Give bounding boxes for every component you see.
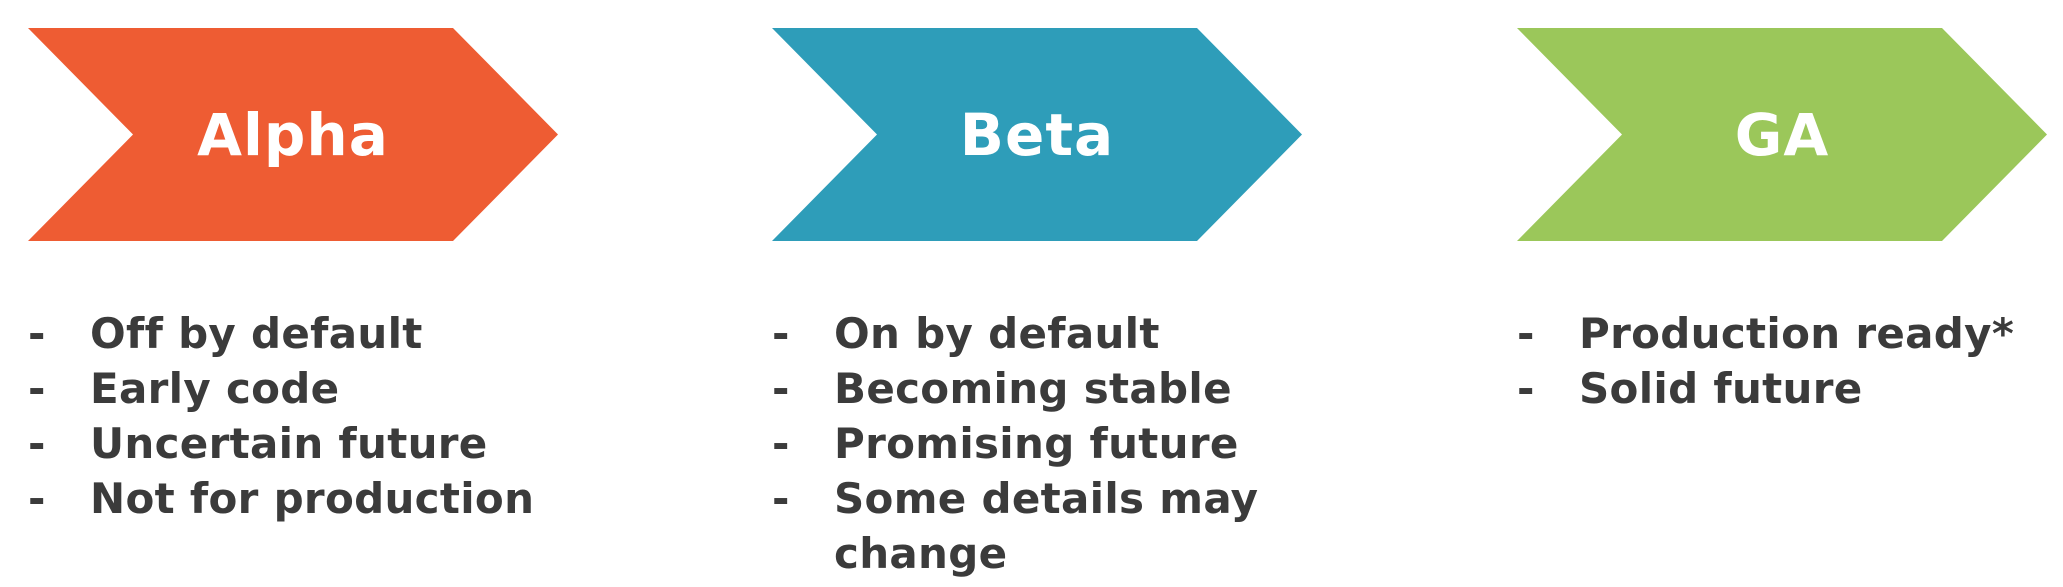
list-item: - Production ready* xyxy=(1517,306,2063,361)
bullet-text: Not for production xyxy=(90,474,535,523)
stage-title-beta: Beta xyxy=(959,100,1115,169)
bullet-text: On by default xyxy=(834,309,1160,358)
stage-title-alpha: Alpha xyxy=(197,100,389,169)
list-item: - Becoming stable xyxy=(772,361,1472,416)
list-item: - Not for production xyxy=(28,471,728,526)
bullet-text: Promising future xyxy=(834,419,1239,468)
stage-alpha: Alpha - Off by default - Early code - Un… xyxy=(28,28,558,523)
stage-title-ga: GA xyxy=(1734,100,1830,169)
chevron-beta: Beta xyxy=(772,28,1302,241)
bullet-text: Solid future xyxy=(1579,364,1863,413)
list-item: - Some details may change xyxy=(772,471,1472,581)
list-item: - On by default xyxy=(772,306,1472,361)
bullet-dash: - xyxy=(772,474,790,523)
bullet-text: Uncertain future xyxy=(90,419,488,468)
stage-ga: GA - Production ready* - Solid future xyxy=(1517,28,2047,413)
list-item: - Early code xyxy=(28,361,728,416)
bullet-text: Some details may change xyxy=(834,474,1259,578)
chevron-alpha-shape xyxy=(28,28,558,241)
chevron-alpha-arrow xyxy=(28,28,558,241)
bullet-list-beta: - On by default - Becoming stable - Prom… xyxy=(772,306,1472,581)
bullet-dash: - xyxy=(772,419,790,468)
chevron-beta-shape xyxy=(772,28,1302,241)
list-item: - Solid future xyxy=(1517,361,2063,416)
bullet-dash: - xyxy=(28,474,46,523)
bullet-dash: - xyxy=(28,364,46,413)
bullet-text: Off by default xyxy=(90,309,423,358)
bullet-text: Production ready* xyxy=(1579,309,2015,358)
chevron-alpha: Alpha xyxy=(28,28,558,241)
bullet-text: Becoming stable xyxy=(834,364,1232,413)
list-item: - Promising future xyxy=(772,416,1472,471)
bullet-dash: - xyxy=(772,364,790,413)
bullet-list-alpha: - Off by default - Early code - Uncertai… xyxy=(28,306,728,526)
bullet-dash: - xyxy=(1517,364,1535,413)
chevron-beta-arrow xyxy=(772,28,1302,241)
chevron-ga: GA xyxy=(1517,28,2047,241)
bullet-dash: - xyxy=(28,309,46,358)
bullet-list-ga: - Production ready* - Solid future xyxy=(1517,306,2063,416)
list-item: - Uncertain future xyxy=(28,416,728,471)
list-item: - Off by default xyxy=(28,306,728,361)
bullet-dash: - xyxy=(772,309,790,358)
bullet-text: Early code xyxy=(90,364,340,413)
chevron-ga-arrow xyxy=(1517,28,2047,241)
bullet-dash: - xyxy=(1517,309,1535,358)
stage-beta: Beta - On by default - Becoming stable -… xyxy=(772,28,1302,578)
chevron-ga-shape xyxy=(1517,28,2047,241)
bullet-dash: - xyxy=(28,419,46,468)
